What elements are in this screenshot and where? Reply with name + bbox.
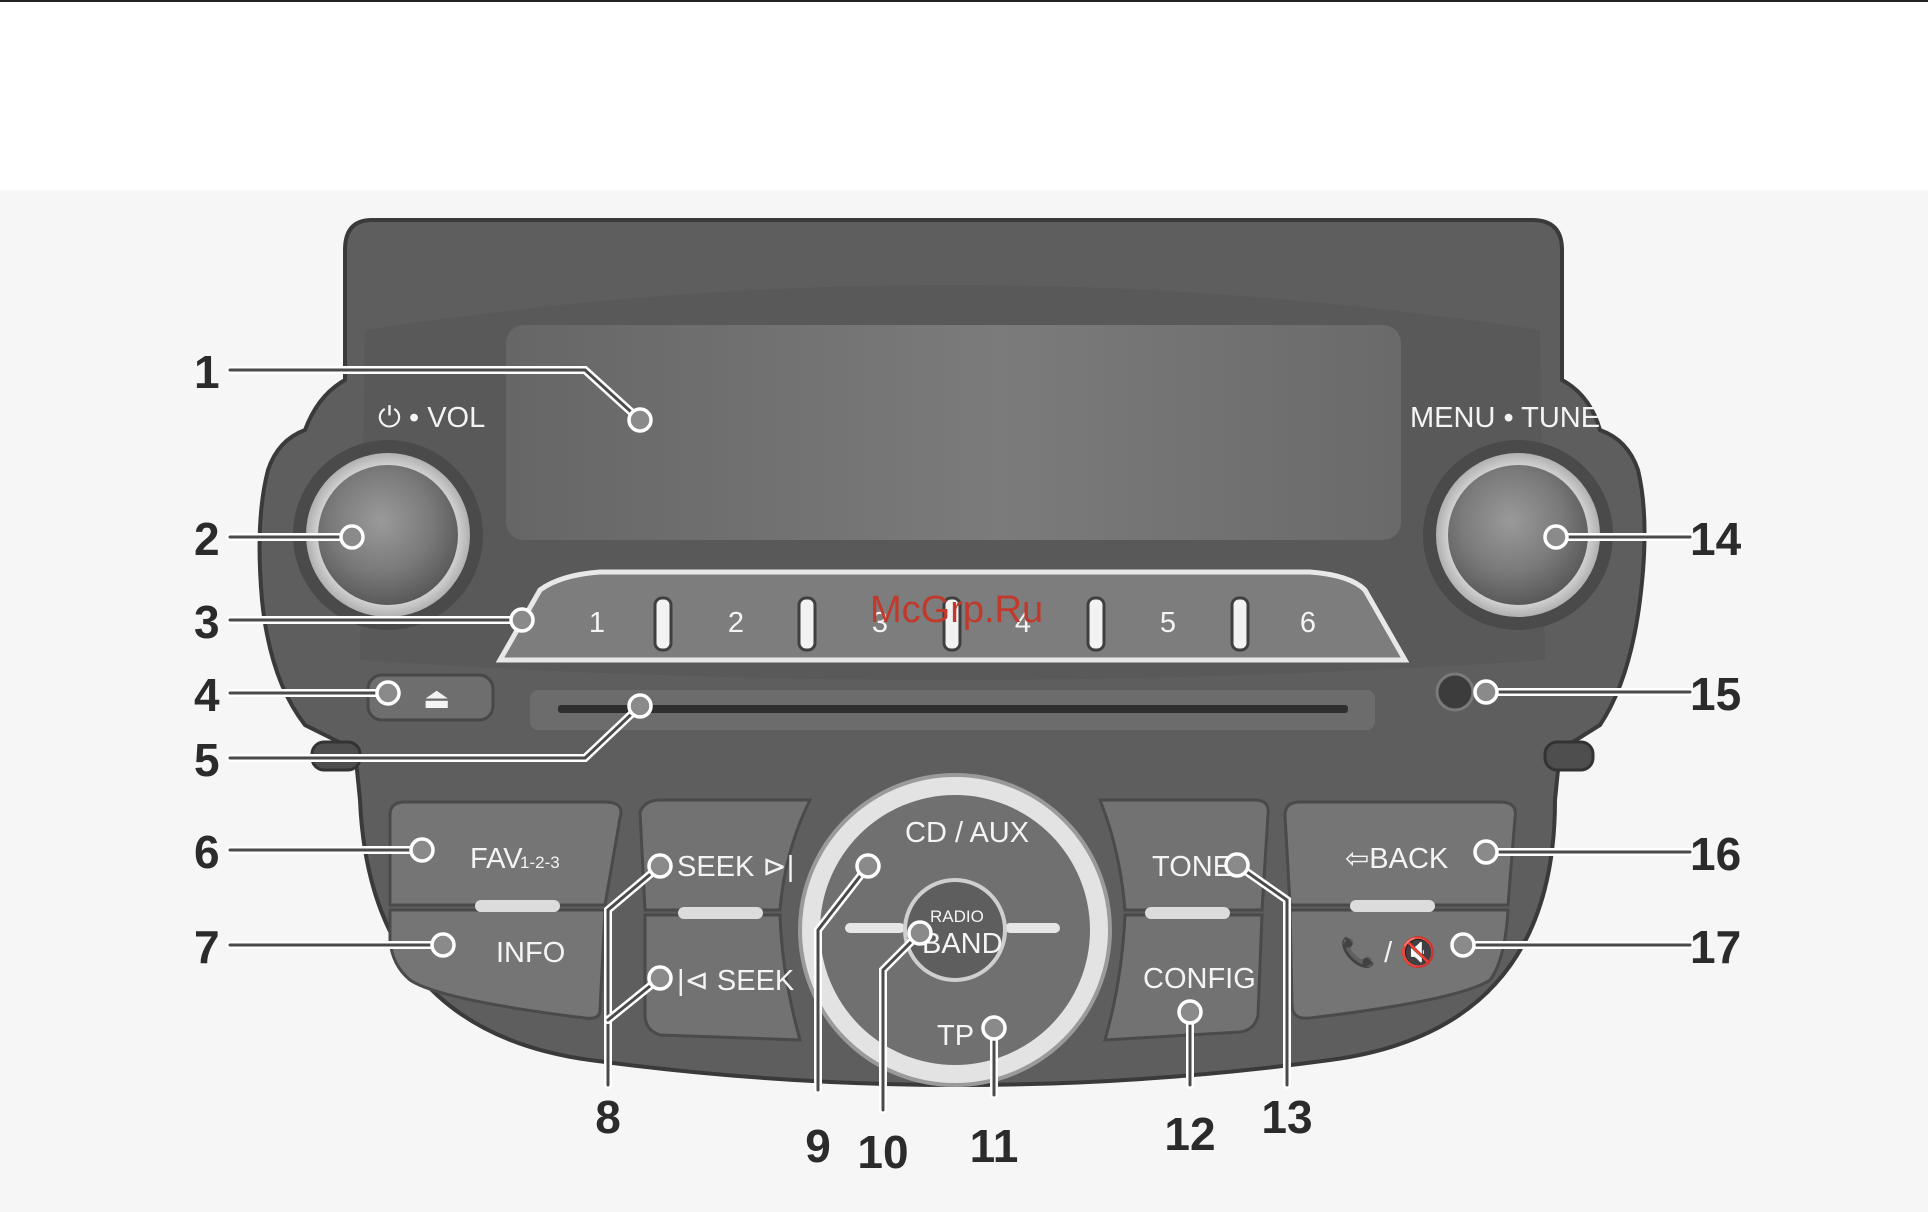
callout-dot bbox=[1475, 841, 1497, 863]
callout-dot bbox=[341, 526, 363, 548]
preset-button-5[interactable]: 5 bbox=[1160, 607, 1176, 639]
seek-back-label: |⊲ SEEK bbox=[677, 965, 795, 997]
band-label: BAND bbox=[922, 928, 1003, 960]
back-label: ⇦BACK bbox=[1345, 843, 1449, 875]
preset-button-1[interactable]: 1 bbox=[589, 607, 605, 639]
callout-dot bbox=[432, 934, 454, 956]
callout-number-5: 5 bbox=[194, 734, 220, 786]
watermark: McGrp.Ru bbox=[870, 589, 1043, 631]
tone-label: TONE bbox=[1152, 851, 1232, 883]
config-label: CONFIG bbox=[1143, 963, 1256, 995]
callout-number-14: 14 bbox=[1690, 513, 1742, 565]
callout-number-7: 7 bbox=[194, 921, 220, 973]
callout-number-3: 3 bbox=[194, 596, 220, 648]
callout-dot bbox=[1545, 526, 1567, 548]
preset-divider bbox=[655, 598, 671, 650]
callout-dot bbox=[983, 1017, 1005, 1039]
tp-label: TP bbox=[937, 1020, 974, 1052]
phone-mute-label: 📞 / 🔇 bbox=[1340, 933, 1436, 969]
callout-dot bbox=[629, 409, 651, 431]
right-mount-slot bbox=[1545, 742, 1593, 770]
callout-dot bbox=[377, 682, 399, 704]
info-label: INFO bbox=[496, 937, 565, 969]
callout-number-10: 10 bbox=[857, 1126, 908, 1178]
tone-config-divider bbox=[1145, 907, 1230, 919]
callout-number-12: 12 bbox=[1164, 1108, 1215, 1160]
callout-dot bbox=[649, 855, 671, 877]
preset-divider bbox=[1088, 598, 1104, 650]
fav-info-divider bbox=[475, 900, 560, 912]
radio-label: RADIO bbox=[930, 907, 984, 926]
callout-number-9: 9 bbox=[805, 1120, 831, 1172]
callout-number-13: 13 bbox=[1261, 1091, 1312, 1143]
callout-number-1: 1 bbox=[194, 346, 220, 398]
callout-number-4: 4 bbox=[194, 669, 220, 721]
back-phone-divider bbox=[1350, 900, 1435, 912]
seek-divider bbox=[678, 907, 763, 919]
callout-dot bbox=[857, 855, 879, 877]
callout-number-11: 11 bbox=[970, 1120, 1019, 1172]
power-volume-label: ⏻ • VOL bbox=[378, 402, 485, 434]
cd-aux-label: CD / AUX bbox=[905, 817, 1029, 849]
menu-tune-label: MENU • TUNE bbox=[1410, 402, 1600, 434]
callout-number-16: 16 bbox=[1690, 828, 1741, 880]
callout-dot bbox=[411, 839, 433, 861]
fav-sub-label: 1-2-3 bbox=[520, 853, 560, 872]
preset-divider bbox=[1232, 598, 1248, 650]
callout-number-2: 2 bbox=[194, 513, 220, 565]
callout-dot bbox=[909, 922, 931, 944]
callout-dot bbox=[1179, 1001, 1201, 1023]
fav-label: FAV bbox=[470, 843, 523, 875]
eject-icon: ⏏ bbox=[423, 683, 450, 715]
callout-dot bbox=[511, 609, 533, 631]
callout-number-17: 17 bbox=[1690, 921, 1741, 973]
preset-divider bbox=[799, 598, 815, 650]
callout-dot bbox=[1452, 934, 1474, 956]
callout-dot bbox=[629, 695, 651, 717]
aux-input-jack[interactable] bbox=[1437, 674, 1473, 710]
callout-dot bbox=[1226, 854, 1248, 876]
callout-dot bbox=[649, 967, 671, 989]
cd-slot bbox=[558, 705, 1348, 713]
callout-number-8: 8 bbox=[595, 1091, 621, 1143]
callout-number-15: 15 bbox=[1690, 668, 1741, 720]
preset-button-2[interactable]: 2 bbox=[728, 607, 744, 639]
seek-forward-label: SEEK ⊳| bbox=[677, 851, 794, 883]
callout-dot bbox=[1475, 681, 1497, 703]
preset-button-6[interactable]: 6 bbox=[1300, 607, 1316, 639]
callout-number-6: 6 bbox=[194, 826, 220, 878]
